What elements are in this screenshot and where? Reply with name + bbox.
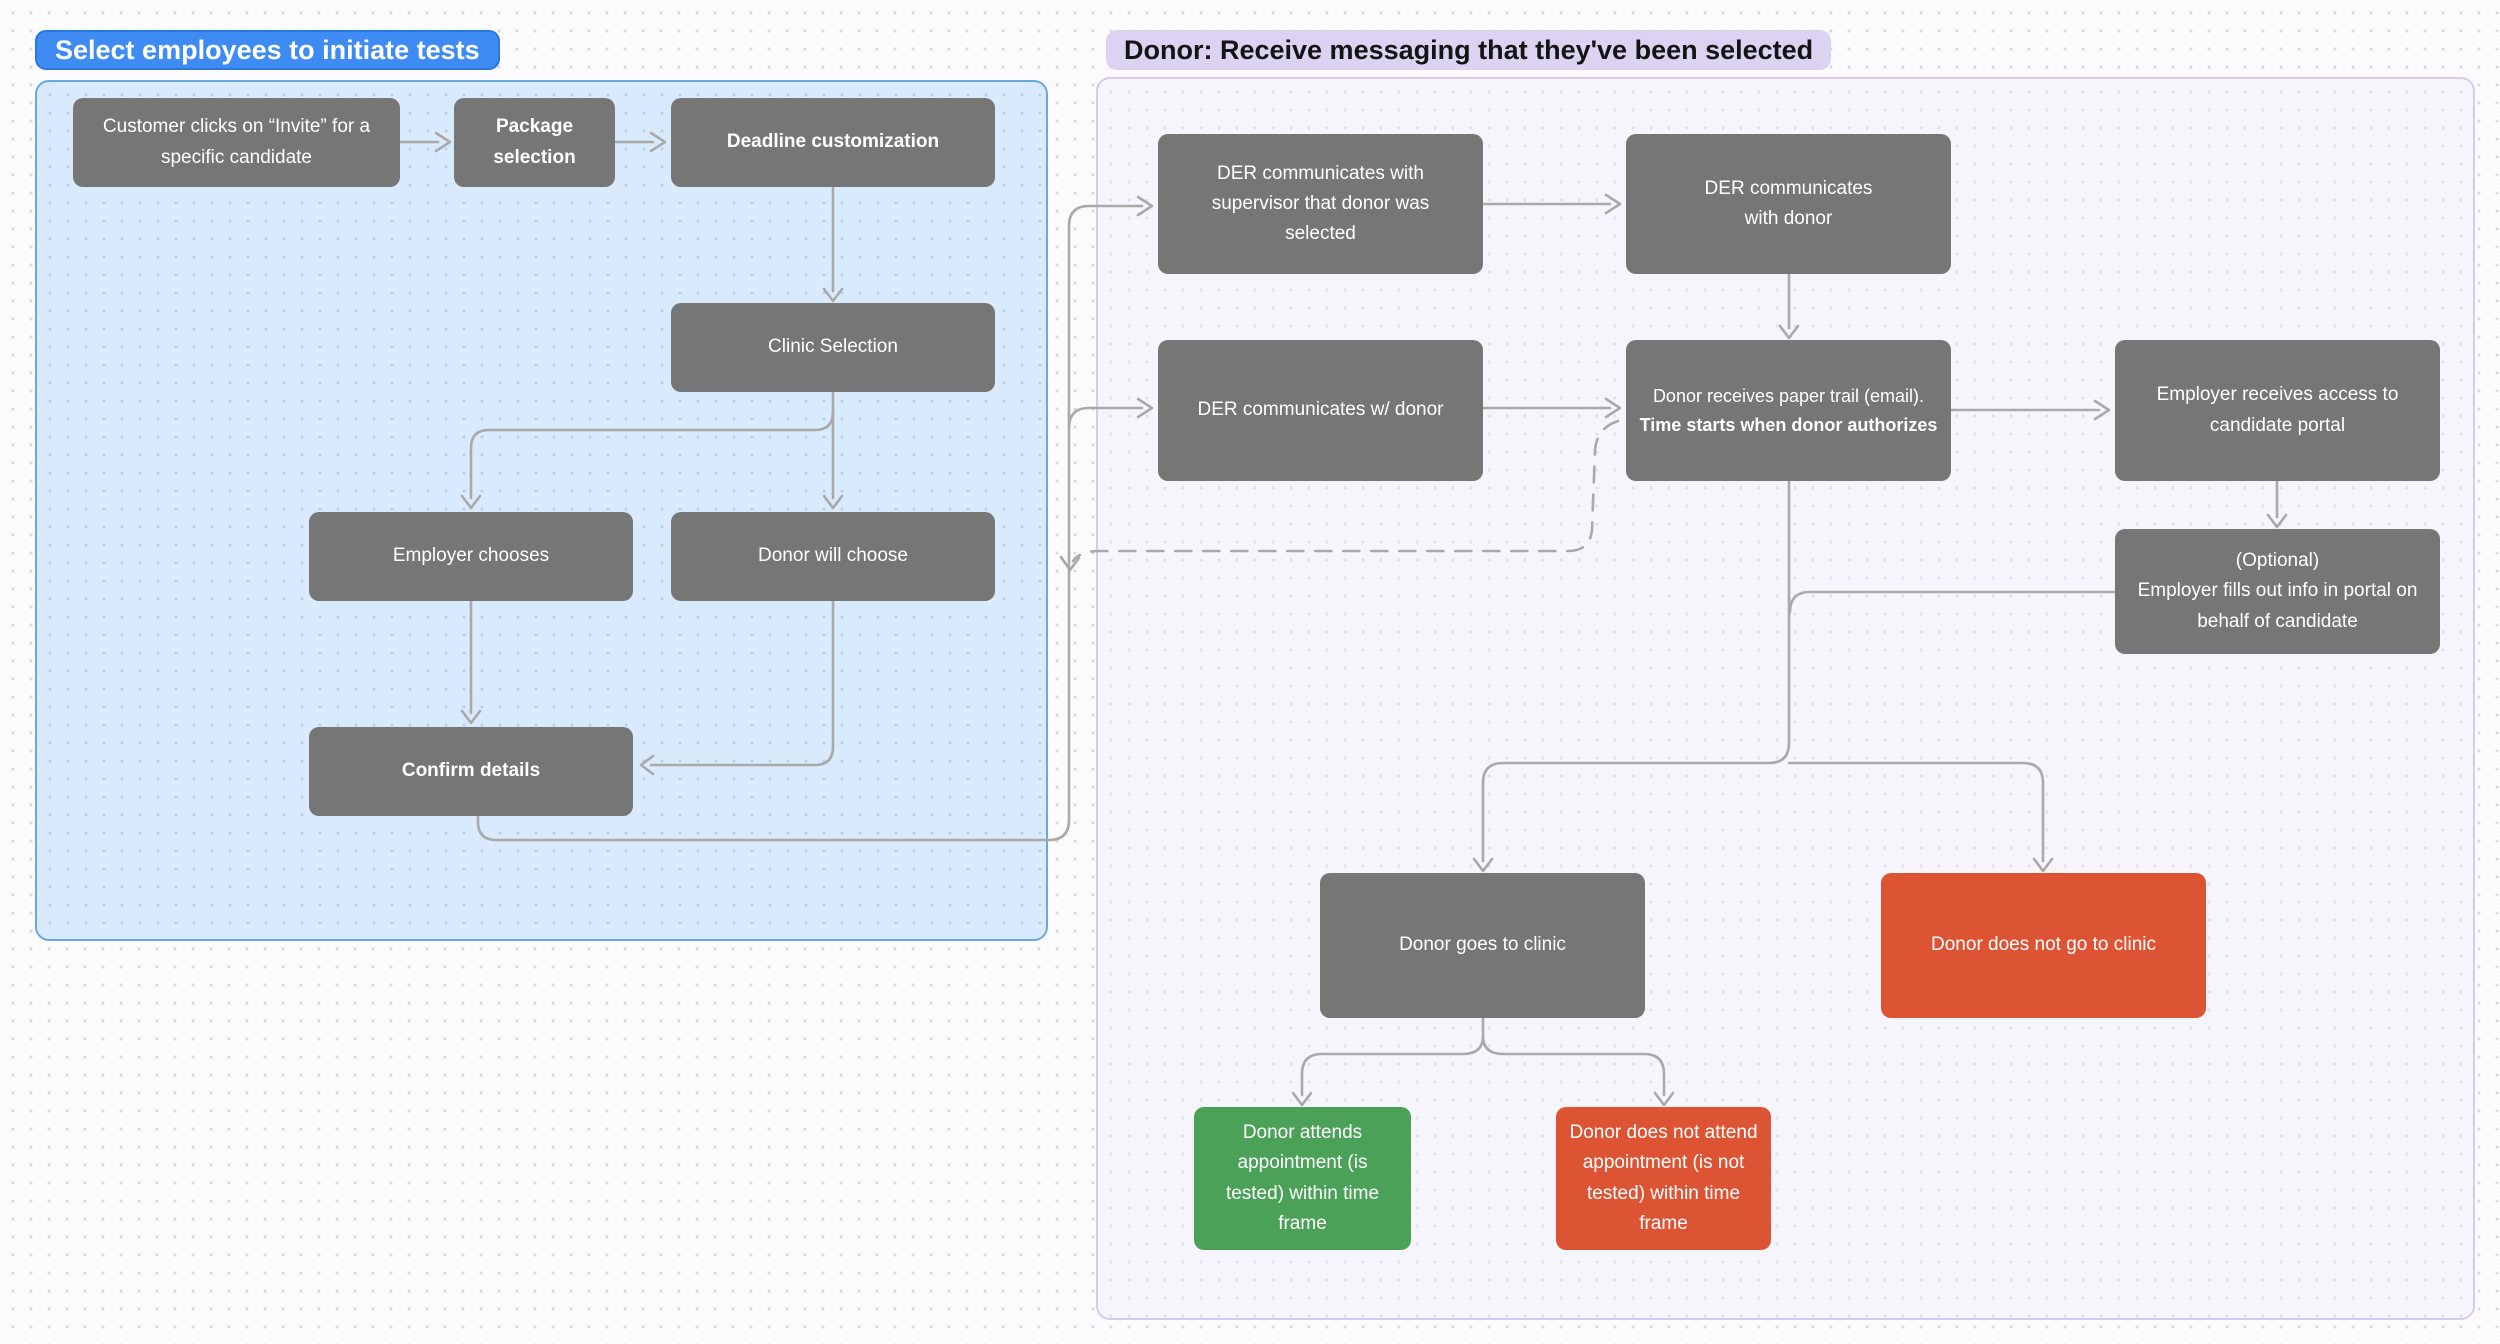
node-label: Donor receives paper trail (email).	[1652, 386, 1925, 407]
section-label-text: Select employees to initiate tests	[55, 34, 480, 65]
node-donor-does-not-go-to-clinic[interactable]: Donor does not go to clinic	[1881, 873, 2206, 1018]
node-label: Donor does not attend appointment (is no…	[1569, 1122, 1758, 1234]
connector-dashed-arrowhead[interactable]	[1059, 555, 1081, 572]
node-clinic-selection[interactable]: Clinic Selection	[671, 303, 995, 392]
node-donor-will-choose[interactable]: Donor will choose	[671, 512, 995, 601]
node-label: DER communicates with donor	[1704, 177, 1873, 229]
node-employer-chooses[interactable]: Employer chooses	[309, 512, 633, 601]
node-der-communicates-supervisor[interactable]: DER communicates with supervisor that do…	[1158, 134, 1483, 274]
node-customer-clicks-invite[interactable]: Customer clicks on “Invite” for a specif…	[73, 98, 400, 187]
node-label: Donor attends appointment (is tested) wi…	[1225, 1122, 1380, 1234]
node-label: Clinic Selection	[768, 336, 898, 358]
node-label-bold: Time starts when donor authorizes	[1639, 414, 1938, 435]
section-label-select-employees[interactable]: Select employees to initiate tests	[35, 30, 500, 70]
node-label: Customer clicks on “Invite” for a specif…	[102, 116, 371, 168]
node-label: Donor will choose	[758, 545, 908, 567]
node-deadline-customization[interactable]: Deadline customization	[671, 98, 995, 187]
node-optional-employer-fills-portal[interactable]: (Optional) Employer fills out info in po…	[2115, 529, 2440, 654]
section-label-text: Donor: Receive messaging that they've be…	[1124, 34, 1814, 65]
node-label: Confirm details	[401, 760, 541, 782]
node-confirm-details[interactable]: Confirm details	[309, 727, 633, 816]
node-der-communicates-w-donor[interactable]: DER communicates w/ donor	[1158, 340, 1483, 481]
node-label: Donor goes to clinic	[1399, 934, 1566, 956]
node-label: Employer chooses	[392, 545, 550, 567]
node-donor-goes-to-clinic[interactable]: Donor goes to clinic	[1320, 873, 1645, 1018]
node-donor-receives-paper-trail[interactable]: Donor receives paper trail (email). Time…	[1626, 340, 1951, 481]
node-label: DER communicates w/ donor	[1197, 399, 1444, 421]
node-package-selection[interactable]: Package selection	[454, 98, 615, 187]
node-der-communicates-with-donor[interactable]: DER communicates with donor	[1626, 134, 1951, 274]
node-employer-receives-access[interactable]: Employer receives access to candidate po…	[2115, 340, 2440, 481]
node-label: Package selection	[493, 116, 576, 168]
section-label-donor-messaging[interactable]: Donor: Receive messaging that they've be…	[1106, 30, 1832, 70]
node-label: DER communicates with supervisor that do…	[1211, 162, 1430, 244]
node-donor-does-not-attend[interactable]: Donor does not attend appointment (is no…	[1556, 1107, 1771, 1250]
node-label: Employer receives access to candidate po…	[2156, 384, 2399, 436]
node-label: (Optional)	[2235, 550, 2320, 572]
node-label-line2: Employer fills out info in portal on beh…	[2137, 580, 2418, 632]
node-donor-attends-appointment[interactable]: Donor attends appointment (is tested) wi…	[1194, 1107, 1411, 1250]
node-label: Donor does not go to clinic	[1931, 934, 2156, 956]
node-label: Deadline customization	[726, 131, 940, 153]
